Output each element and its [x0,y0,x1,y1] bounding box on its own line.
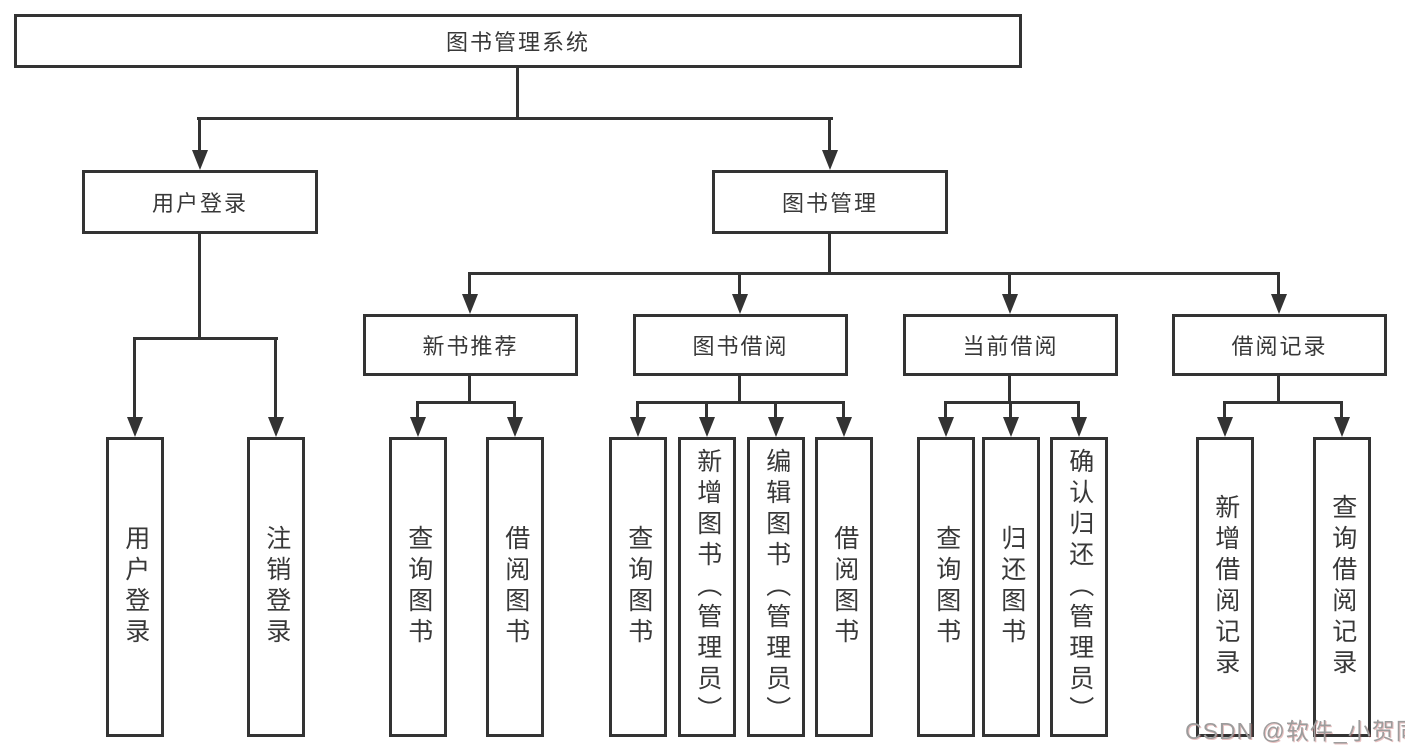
arrow-down-icon [462,294,478,314]
node-label: 用户登录 [151,191,248,216]
node-logout: 注销登录 [247,437,305,737]
connector-line [1009,401,1012,419]
arrow-down-icon [822,150,838,170]
connector-line [636,401,845,404]
connector-line [1008,376,1011,404]
node-label: 借阅图书 [501,525,530,649]
node-book-management: 图书管理 [712,170,948,234]
connector-line [1277,376,1280,404]
node-label: 查询图书 [404,525,433,649]
connector-line [1340,401,1343,419]
node-label: 查询借阅记录 [1328,494,1357,680]
node-query-books-recommend: 查询图书 [389,437,447,737]
connector-line [468,272,471,298]
node-label: 图书管理 [781,191,878,216]
node-label: 新增图书（管理员） [693,447,722,727]
arrow-down-icon [768,417,784,437]
connector-line [774,401,777,419]
arrow-down-icon [127,417,143,437]
node-label: 借阅记录 [1231,334,1328,359]
arrow-down-icon [1271,294,1287,314]
arrow-down-icon [1334,417,1350,437]
connector-line [828,117,831,155]
node-label: 用户登录 [121,525,150,649]
arrow-down-icon [410,417,426,437]
arrow-down-icon [192,150,208,170]
connector-line [198,117,201,155]
arrow-down-icon [268,417,284,437]
node-borrow-books-borrowing: 借阅图书 [815,437,873,737]
node-label: 查询图书 [624,525,653,649]
arrow-down-icon [1217,417,1233,437]
arrow-down-icon [1002,294,1018,314]
node-label: 归还图书 [997,525,1026,649]
arrow-down-icon [1003,417,1019,437]
arrow-down-icon [699,417,715,437]
connector-line [416,401,419,419]
node-add-borrow-record: 新增借阅记录 [1196,437,1254,737]
node-user-login: 用户登录 [82,170,318,234]
node-book-borrowing: 图书借阅 [633,314,848,376]
connector-line [513,401,516,419]
node-user-login-leaf: 用户登录 [106,437,164,737]
connector-line [1223,401,1226,419]
connector-line [416,401,516,404]
connector-line [944,401,1080,404]
node-label: 编辑图书（管理员） [762,447,791,727]
node-label: 当前借阅 [962,334,1059,359]
node-edit-books-admin: 编辑图书（管理员） [747,437,805,737]
connector-line [738,376,741,404]
connector-line [133,337,136,419]
node-borrowing-records: 借阅记录 [1172,314,1387,376]
arrow-down-icon [507,417,523,437]
connector-line [516,68,519,120]
node-label: 确认归还（管理员） [1065,447,1094,727]
node-return-books: 归还图书 [982,437,1040,737]
node-label: 新增借阅记录 [1211,494,1240,680]
connector-line [197,117,833,120]
arrow-down-icon [630,417,646,437]
arrow-down-icon [1071,417,1087,437]
node-label: 图书管理系统 [445,30,590,55]
arrow-down-icon [732,294,748,314]
node-label: 借阅图书 [830,525,859,649]
node-confirm-return-admin: 确认归还（管理员） [1050,437,1108,737]
connector-line [1077,401,1080,419]
node-query-borrow-record: 查询借阅记录 [1313,437,1371,737]
node-library-system: 图书管理系统 [14,14,1022,68]
connector-line [705,401,708,419]
connector-line [828,234,831,275]
node-label: 新书推荐 [422,334,519,359]
connector-line [636,401,639,419]
node-label: 注销登录 [262,525,291,649]
connector-line [944,401,947,419]
node-borrow-books-recommend: 借阅图书 [486,437,544,737]
node-query-books-borrowing: 查询图书 [609,437,667,737]
watermark: CSDN @软件_小贺同学 [1185,718,1405,744]
node-query-books-current: 查询图书 [917,437,975,737]
connector-line [842,401,845,419]
arrow-down-icon [938,417,954,437]
node-current-borrowing: 当前借阅 [903,314,1118,376]
node-add-books-admin: 新增图书（管理员） [678,437,736,737]
connector-line [274,337,277,419]
arrow-down-icon [836,417,852,437]
connector-line [1223,401,1343,404]
connector-line [1277,272,1280,298]
connector-line [468,376,471,404]
connector-line [738,272,741,298]
connector-line [1008,272,1011,298]
connector-line [133,337,278,340]
node-label: 查询图书 [932,525,961,649]
connector-line [468,272,1280,275]
connector-line [198,234,201,339]
node-label: 图书借阅 [692,334,789,359]
node-new-book-recommendation: 新书推荐 [363,314,578,376]
